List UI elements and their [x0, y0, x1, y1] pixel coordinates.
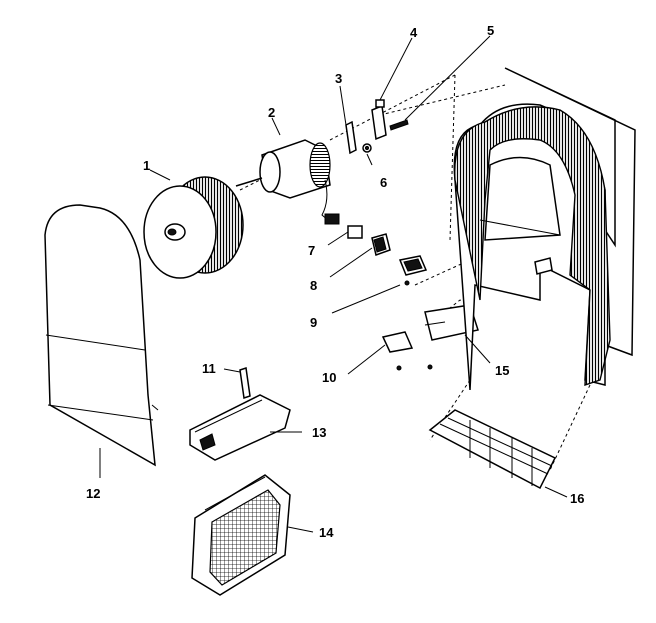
- callout-1: 1: [143, 158, 150, 173]
- filter: [191, 474, 291, 596]
- callout-2: 2: [268, 105, 275, 120]
- callout-11: 11: [202, 361, 216, 376]
- callout-4: 4: [410, 25, 418, 40]
- callout-16: 16: [570, 491, 584, 506]
- callout-3: 3: [335, 71, 342, 86]
- motor: [235, 139, 340, 225]
- callout-13: 13: [312, 425, 326, 440]
- callout-15: 15: [495, 363, 509, 378]
- electrical-parts: [347, 225, 428, 286]
- bottom-grille: [428, 409, 557, 490]
- drain-tray: [189, 367, 291, 461]
- callout-8: 8: [310, 278, 317, 293]
- callout-6: 6: [380, 175, 387, 190]
- blower-housing: [453, 67, 636, 391]
- callout-5: 5: [487, 23, 494, 38]
- blower-wheel: [143, 176, 244, 279]
- callout-labels: 1 2 3 4 5 6 7 8 9 10 11 12 13 14 15 16: [86, 23, 584, 540]
- callout-12: 12: [86, 486, 100, 501]
- front-panel: [44, 204, 159, 467]
- callout-10: 10: [322, 370, 336, 385]
- cover-plates: [381, 304, 479, 371]
- callout-14: 14: [319, 525, 334, 540]
- mounting-brackets: [345, 99, 409, 155]
- callout-7: 7: [308, 243, 315, 258]
- leader-lines: [99, 35, 568, 533]
- callout-9: 9: [310, 315, 317, 330]
